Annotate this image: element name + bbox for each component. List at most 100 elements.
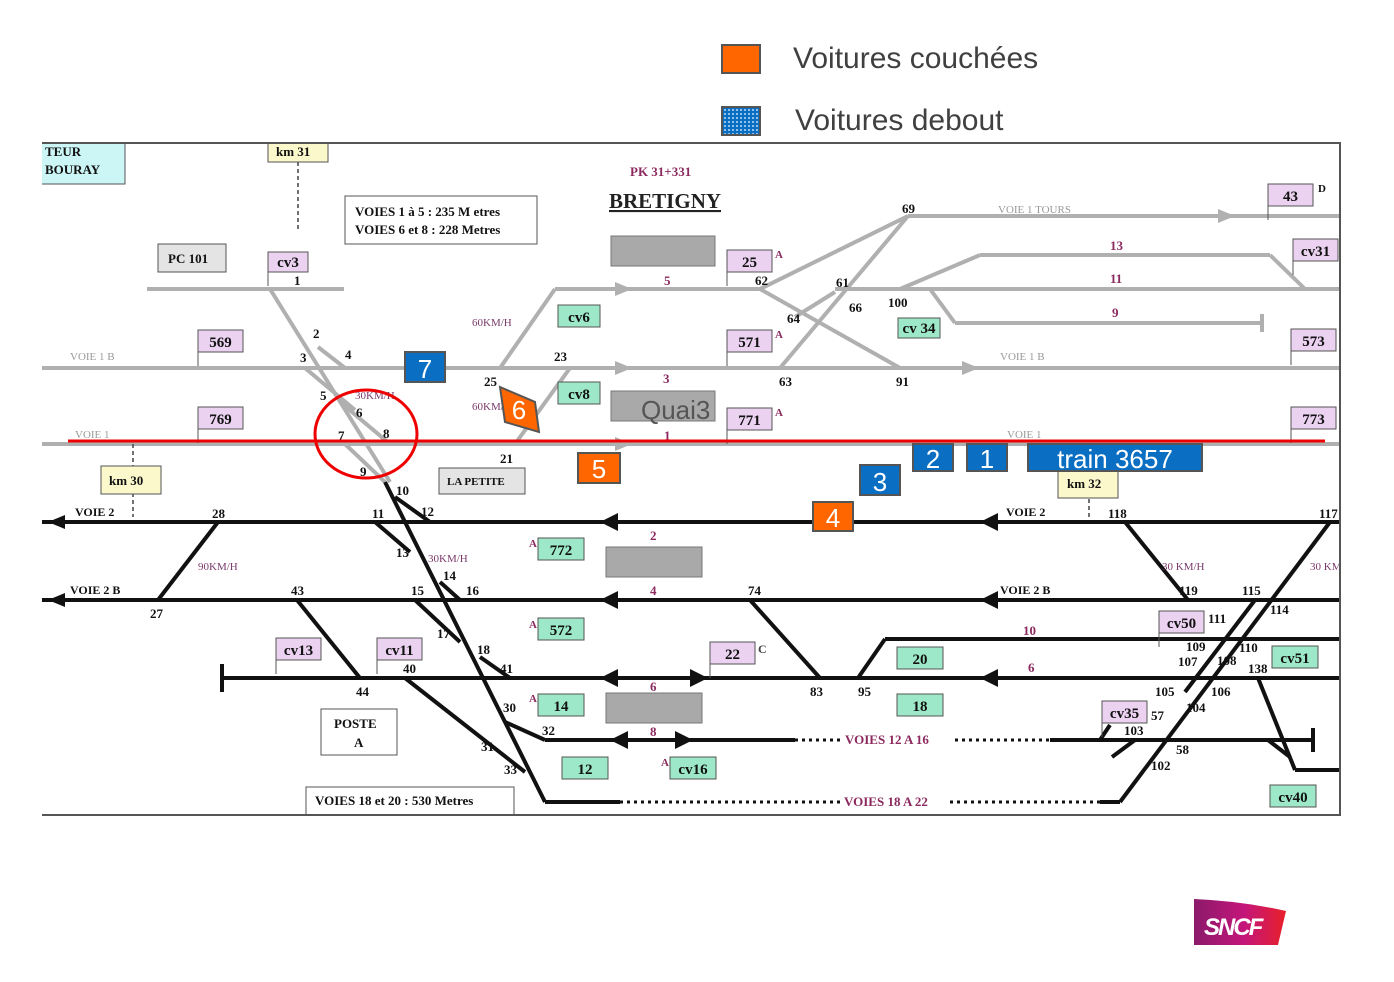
svg-text:VOIE 1 TOURS: VOIE 1 TOURS (998, 204, 1071, 216)
svg-text:A: A (775, 249, 783, 261)
svg-text:60KM/H: 60KM/H (472, 317, 512, 329)
voies-18-20-box: VOIES 18 et 20 : 530 Metres (305, 786, 515, 814)
train-marker-3[interactable]: 3 (859, 464, 901, 497)
switch-74: 74 (748, 583, 762, 598)
switch-100: 100 (888, 295, 908, 310)
svg-text:A: A (775, 329, 783, 341)
train-marker-5[interactable]: 5 (577, 452, 621, 484)
km-marker-32: km 32 (1057, 469, 1119, 499)
train-marker-6[interactable]: 6 (498, 385, 541, 434)
svg-text:771: 771 (738, 413, 761, 429)
black-arrows (48, 513, 998, 749)
signal-769: 769 (197, 406, 244, 443)
switch-18: 18 (477, 642, 491, 657)
svg-text:VOIES 1 à 5 : 235 M etres: VOIES 1 à 5 : 235 M etres (355, 204, 500, 219)
svg-text:2: 2 (650, 528, 657, 543)
legend-label: Voitures couchées (793, 42, 1039, 75)
svg-text:A: A (661, 757, 669, 769)
switch-31: 31 (481, 739, 494, 754)
svg-text:30KM/H: 30KM/H (428, 553, 468, 565)
switch-64: 64 (787, 311, 801, 326)
svg-text:22: 22 (725, 647, 740, 663)
track-numbers: 5 3 1 2 4 6 8 13 11 9 10 6 (650, 238, 1124, 739)
legend-item-debout: Voitures debout (721, 104, 1004, 138)
svg-text:571: 571 (738, 335, 761, 351)
svg-text:6: 6 (650, 679, 657, 694)
svg-text:8: 8 (650, 724, 657, 739)
train-marker-2[interactable]: 2 (912, 443, 954, 474)
switch-5: 5 (320, 388, 327, 403)
switch-30: 30 (503, 700, 516, 715)
speed-limits: 60KM/H 60KM/H 30KM/H 90KM/H 30KM/H 30 KM… (198, 317, 1339, 573)
km-marker-31: km 31 (267, 144, 329, 163)
switch-104: 104 (1186, 700, 1206, 715)
switch-102: 102 (1151, 758, 1171, 773)
switch-44: 44 (356, 684, 370, 699)
svg-text:cv8: cv8 (568, 387, 590, 403)
quai-label: Quai3 (641, 395, 710, 425)
svg-text:18: 18 (913, 699, 928, 715)
switch-41: 41 (500, 661, 513, 676)
signal-572: 572 (537, 617, 585, 641)
svg-text:11: 11 (1110, 271, 1122, 286)
svg-text:D: D (1318, 183, 1326, 195)
switch-14: 14 (443, 568, 457, 583)
quai-3 (610, 390, 716, 422)
svg-text:cv35: cv35 (1110, 706, 1139, 722)
switch-6: 6 (356, 405, 363, 420)
svg-text:25: 25 (742, 255, 757, 271)
svg-text:cv13: cv13 (284, 643, 313, 659)
svg-text:km 31: km 31 (276, 144, 310, 159)
signal-771: 771 (726, 407, 773, 444)
switch-9: 9 (360, 464, 367, 479)
switch-16: 16 (466, 583, 480, 598)
svg-text:cv51: cv51 (1280, 651, 1309, 667)
switch-13: 13 (396, 545, 410, 560)
switch-15: 15 (411, 583, 425, 598)
signal-25: 25 (726, 249, 773, 286)
svg-text:VOIES 18 A 22: VOIES 18 A 22 (844, 794, 928, 809)
switch-91: 91 (896, 374, 909, 389)
signal-cv11: cv11 (376, 637, 423, 674)
train-marker-1[interactable]: 1 (966, 443, 1008, 474)
svg-text:VOIE 2 B: VOIE 2 B (1000, 583, 1050, 597)
signal-cv51: cv51 (1271, 645, 1319, 669)
svg-text:C: C (758, 642, 767, 656)
svg-text:VOIE 2: VOIE 2 (1006, 505, 1045, 519)
legend-item-couchees: Voitures couchées (721, 42, 1038, 76)
svg-text:9: 9 (1112, 305, 1119, 320)
poste-box: POSTE A (320, 708, 398, 756)
train-marker-4[interactable]: 4 (812, 501, 854, 533)
train-marker-3657[interactable]: train 3657 (1027, 443, 1203, 474)
train-marker-7[interactable]: 7 (404, 351, 446, 384)
signal-cv13: cv13 (275, 637, 322, 674)
orange-swatch (721, 44, 761, 74)
voies-length-box: VOIES 1 à 5 : 235 M etres VOIES 6 et 8 :… (344, 195, 538, 245)
switch-105: 105 (1155, 684, 1175, 699)
svg-text:km 30: km 30 (109, 473, 143, 488)
svg-text:6: 6 (1028, 660, 1035, 675)
switch-43: 43 (291, 583, 305, 598)
signal-cv8: cv8 (557, 381, 601, 405)
svg-text:cv31: cv31 (1301, 244, 1330, 260)
switch-1: 1 (294, 273, 301, 288)
dotted-tracks (620, 738, 1100, 804)
svg-text:13: 13 (1110, 238, 1124, 253)
station-name: BRETIGNY (609, 189, 721, 213)
switch-8: 8 (383, 426, 390, 441)
svg-text:LA PETITE: LA PETITE (447, 476, 505, 488)
signal-cv35: cv35 (1101, 700, 1148, 737)
switch-83: 83 (810, 684, 824, 699)
svg-text:A: A (775, 407, 783, 419)
svg-text:cv11: cv11 (385, 643, 413, 659)
svg-text:12: 12 (578, 762, 593, 778)
switch-69: 69 (902, 201, 916, 216)
switch-63: 63 (779, 374, 793, 389)
svg-text:VOIE 2 B: VOIE 2 B (70, 583, 120, 597)
svg-text:14: 14 (554, 699, 570, 715)
switch-62: 62 (755, 273, 768, 288)
switch-32: 32 (542, 723, 555, 738)
signal-12: 12 (561, 756, 609, 780)
